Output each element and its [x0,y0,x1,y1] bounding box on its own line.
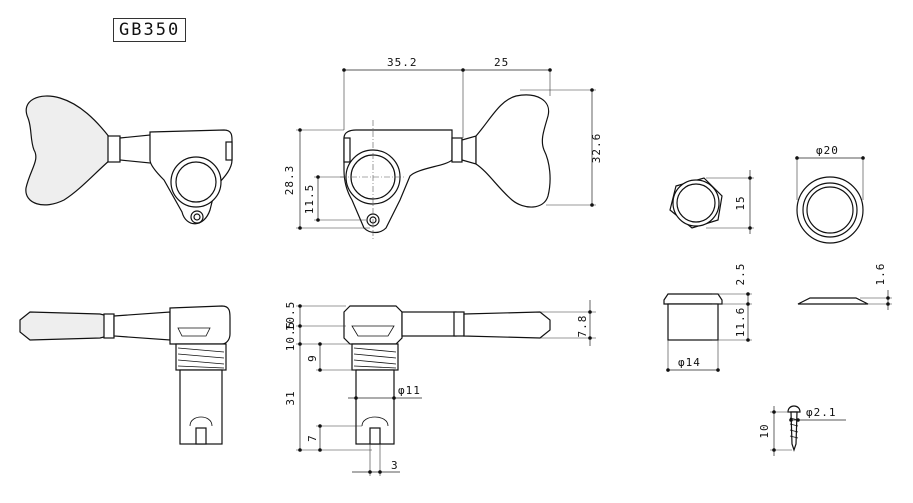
dim-shaft-dia: φ11 [398,384,421,397]
dim-bushing-dia: φ14 [678,356,701,369]
model-label: GB350 [113,18,187,42]
dim-post-height: 28.3 [283,165,296,196]
bushing: 2.5 11.6 φ14 [663,263,752,372]
dim-shaft: 31 [284,390,297,405]
dim-bushing-body: 11.6 [734,307,747,338]
washer: φ20 [795,144,865,244]
dim-top-left: 35.2 [387,56,418,69]
dim-washer-thickness: 1.6 [874,263,887,286]
screw: 10 φ2.1 [758,405,846,456]
dim-slot-width: 3 [391,459,399,472]
dim-side-lower: 10.5 [284,321,297,352]
dim-side-upper: 10.5 [284,301,297,332]
dim-bushing-head: 2.5 [734,263,747,286]
dim-nut-width: 15 [734,195,747,210]
dim-total-height: 32.6 [590,133,603,164]
dim-button-thickness: 7.8 [576,315,589,338]
dim-slot: 7 [306,434,319,442]
dim-thread: 9 [306,354,319,362]
thin-washer-side: 1.6 [797,263,892,310]
side-view-left [19,305,231,445]
dim-top-right: 25 [494,56,509,69]
dim-washer-dia: φ20 [816,144,839,157]
side-view-dimensioned: 10.5 10.5 9 31 7 φ11 3 7.8 [284,300,596,476]
dim-screw-dia: φ2.1 [806,406,837,419]
front-view-left [25,95,233,225]
dim-hole-height: 11.5 [303,184,316,215]
dim-screw-length: 10 [758,423,771,438]
front-view-dimensioned: 35.2 25 32.6 28.3 11.5 [283,56,603,240]
hex-nut: 15 [669,170,754,234]
